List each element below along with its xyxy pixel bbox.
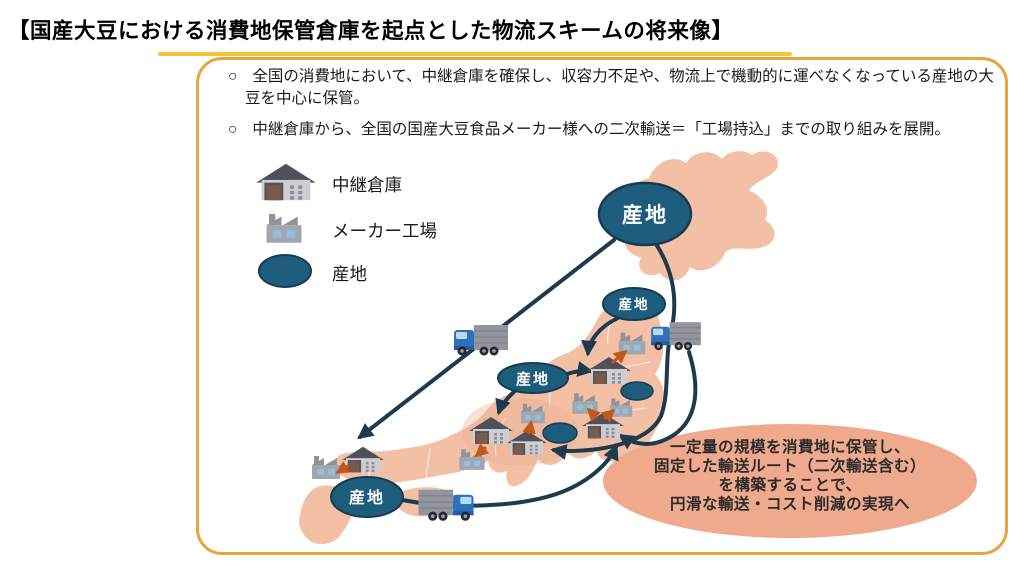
- truck-icon: [453, 324, 509, 357]
- production-area-label: 産地: [619, 296, 650, 312]
- production-area-label: 産地: [349, 488, 385, 507]
- legend-production-area-label: 産地: [332, 264, 367, 284]
- annotation-line: 円滑な輸送・コスト削減の実現へ: [670, 494, 910, 513]
- japan-map: [297, 149, 780, 546]
- bullet-list: ○ 全国の消費地において、中継倉庫を確保し、収容力不足や、物流上で機動的に運べなく…: [228, 66, 1000, 150]
- logistics-map-diagram: 一定量の規模を消費地に保管し、 固定した輸送ルート（二次輸送含む） を構築するこ…: [256, 149, 977, 546]
- production-area-label: 産地: [516, 370, 550, 388]
- delivery-arrow: [611, 349, 628, 364]
- production-area-label: 産地: [622, 203, 668, 227]
- bullet-marker: ○: [228, 68, 238, 85]
- delivery-arrow: [474, 443, 490, 458]
- annotation-line: 固定した輸送ルート（二次輸送含む）: [654, 456, 926, 475]
- flow-arrow-hokuriku-down: [495, 388, 518, 416]
- annotation-line: を構築することで、: [719, 475, 862, 494]
- delivery-arrow: [586, 407, 601, 422]
- legend-factory-icon: [266, 214, 302, 243]
- legend: 中継倉庫 メーカー工場 産地: [256, 163, 437, 288]
- production-area-dot: [542, 422, 578, 444]
- production-area-ellipse-hokuriku: [497, 362, 569, 394]
- factory-icon: [312, 456, 340, 479]
- production-area-ellipse-tohoku: [602, 287, 666, 321]
- delivery-arrows: [335, 349, 628, 474]
- legend-production-area-ellipse: [258, 254, 312, 288]
- flow-arrow-tohoku-to-warehouse: [581, 316, 620, 357]
- delivery-arrow: [600, 408, 616, 423]
- bullet-text: 中継倉庫から、全国の国産大豆食品メーカー様への二次輸送＝「工場持込」までの取り組…: [252, 121, 950, 138]
- production-area-dot: [620, 381, 654, 401]
- production-areas: 産地 産地 産地 産地: [330, 181, 693, 518]
- title-underline: [158, 52, 792, 56]
- bullet-item: ○ 全国の消費地において、中継倉庫を確保し、収容力不足や、物流上で機動的に運べなく…: [228, 66, 1000, 110]
- legend-warehouse-icon: [256, 163, 316, 201]
- legend-warehouse-label: 中継倉庫: [332, 175, 402, 195]
- bullet-item: ○ 中継倉庫から、全国の国産大豆食品メーカー様への二次輸送＝「工場持込」までの取り…: [228, 119, 1000, 141]
- delivery-arrow: [522, 419, 536, 435]
- region-shade: [462, 398, 578, 466]
- production-area-ellipse-kyushu: [330, 476, 404, 518]
- bullet-text: 全国の消費地において、中継倉庫を確保し、収容力不足や、物流上で機動的に運べなくな…: [245, 68, 994, 107]
- production-area-ellipse-hokkaido: [597, 181, 693, 247]
- annotation-bubble: 一定量の規模を消費地に保管し、 固定した輸送ルート（二次輸送含む） を構築するこ…: [603, 424, 977, 538]
- flow-arrow-coast-to-kanto: [617, 350, 698, 450]
- legend-factory-label: メーカー工場: [332, 221, 437, 241]
- bullet-marker: ○: [228, 121, 238, 138]
- page-title: 【国産大豆における消費地保管倉庫を起点とした物流スキームの将来像】: [8, 19, 734, 43]
- delivery-arrow: [335, 460, 351, 474]
- annotation-line: 一定量の規模を消費地に保管し、: [670, 437, 910, 456]
